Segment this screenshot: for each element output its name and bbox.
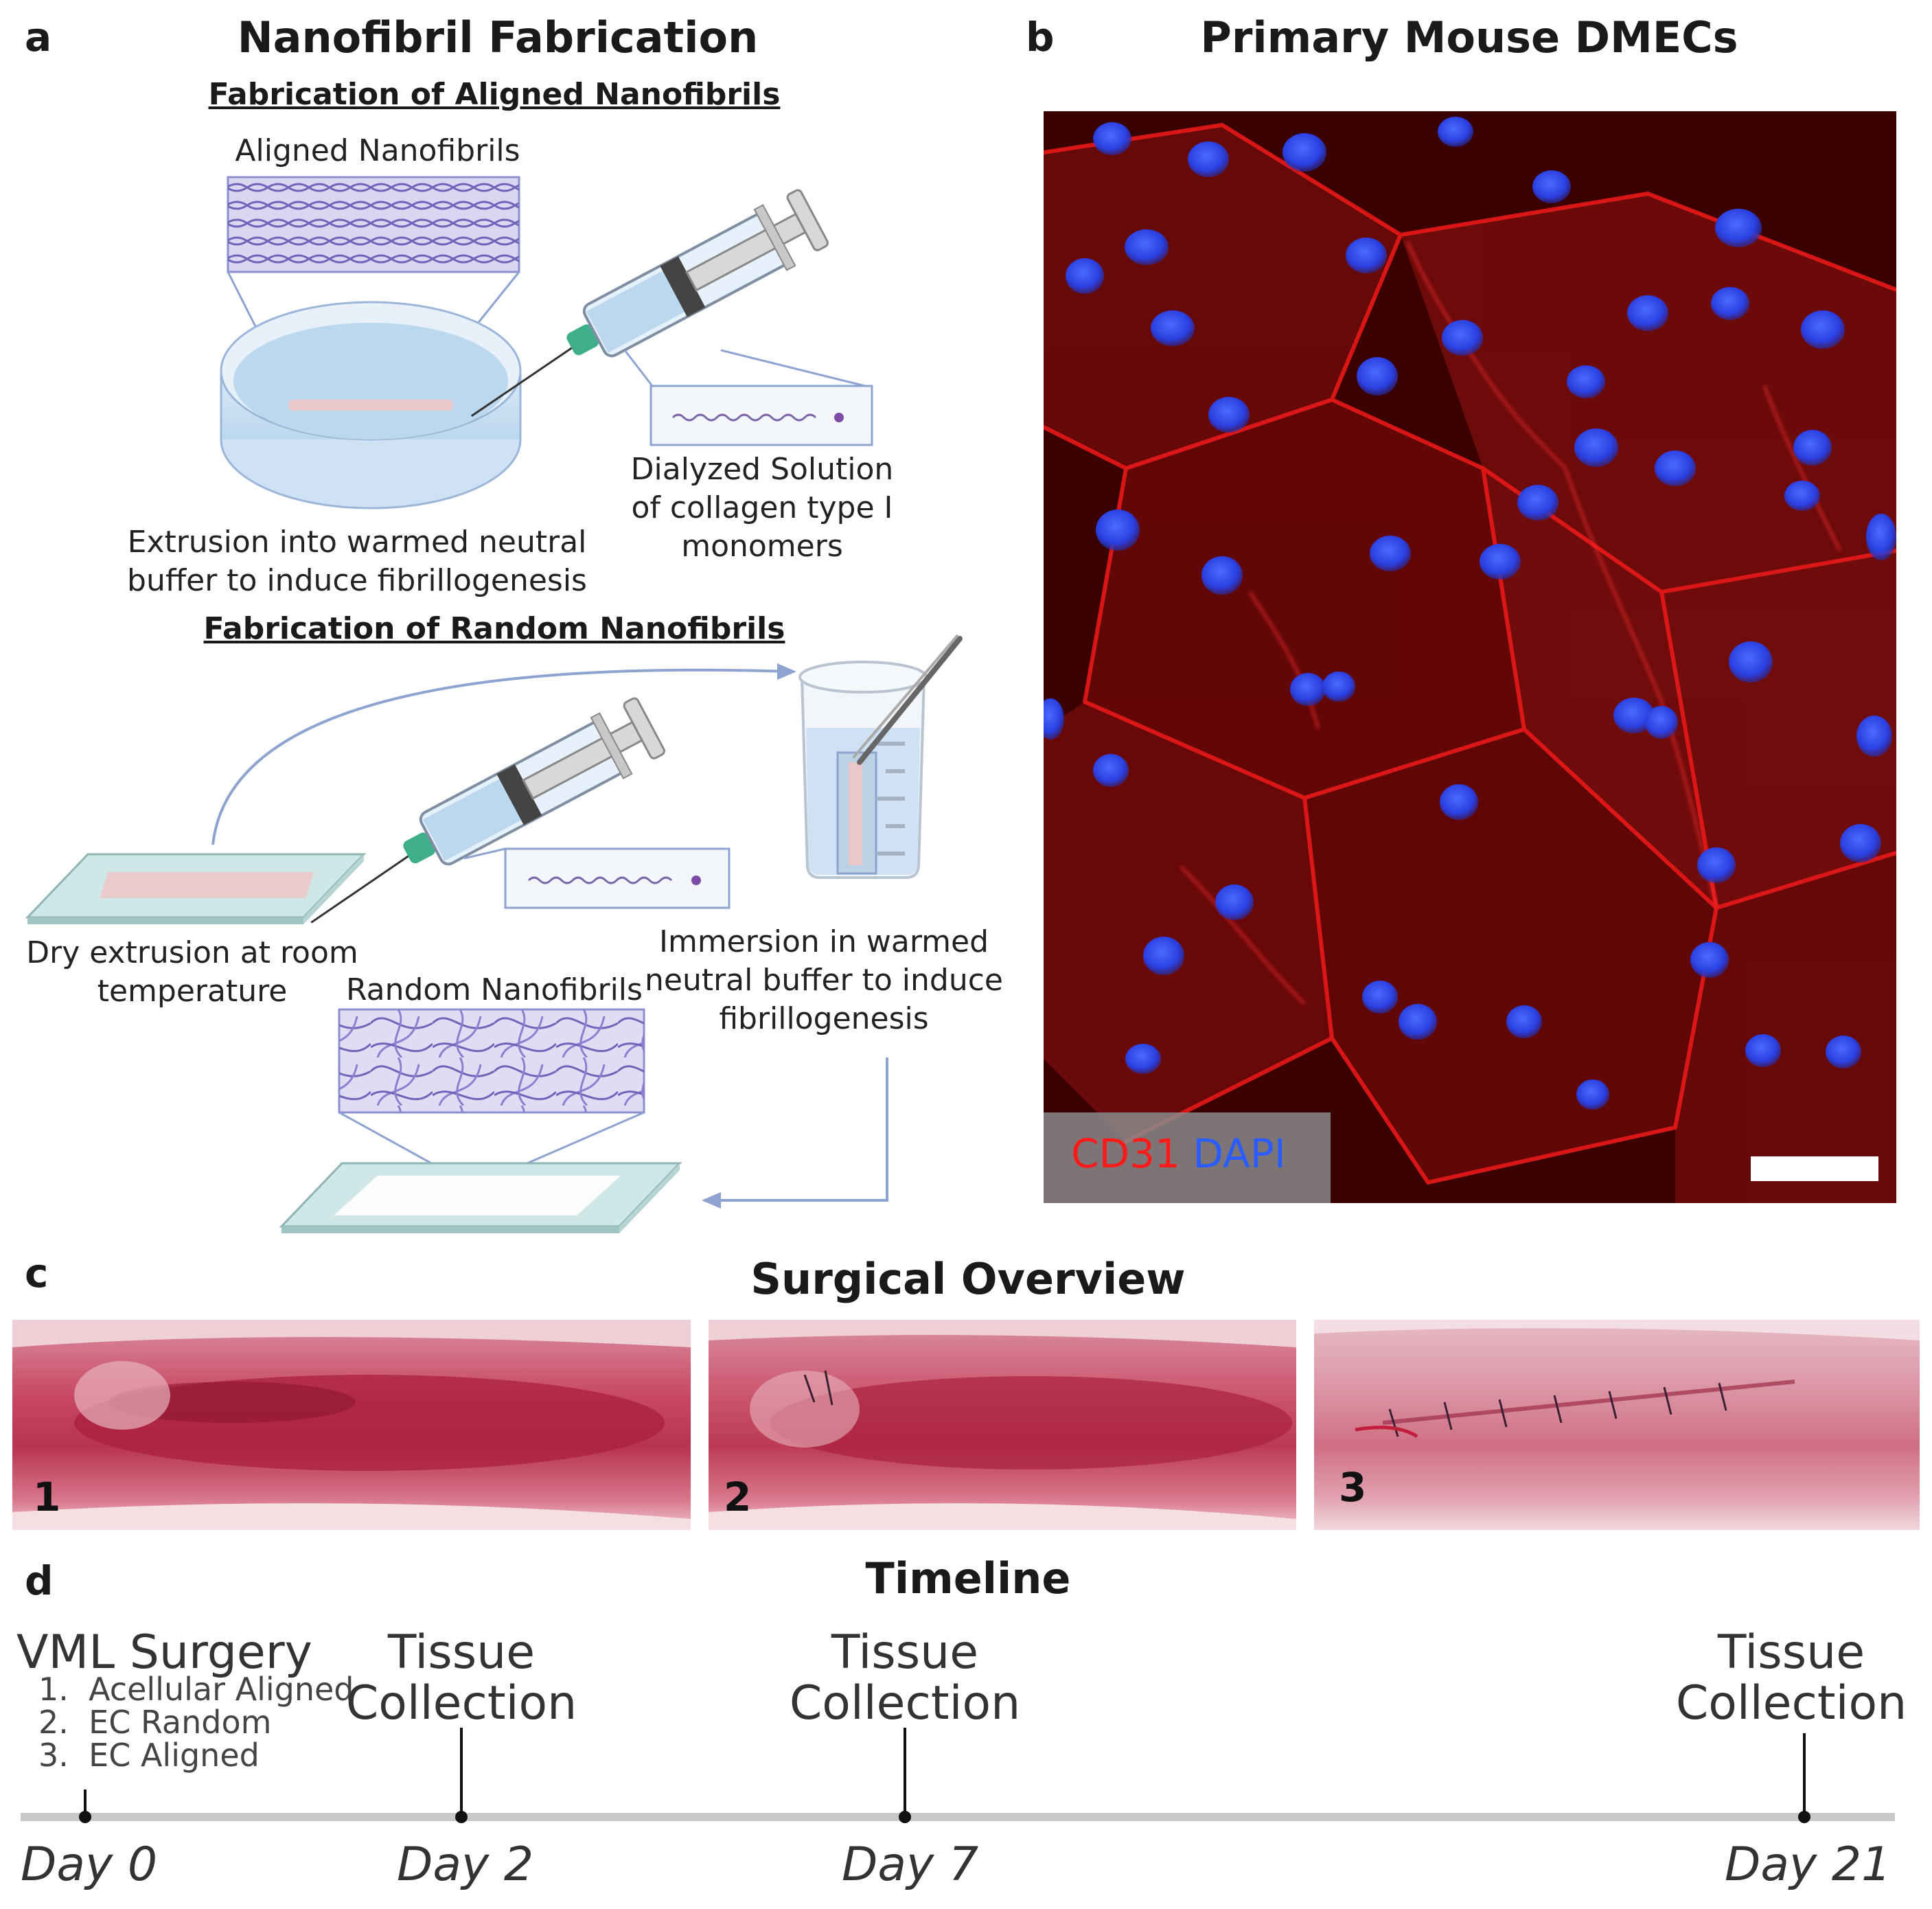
dialyzed-solution-box-2 [504,847,731,909]
fabrication-schematic [25,176,963,1233]
aligned-heading: Fabrication of Aligned Nanofibrils [208,77,781,112]
syringe-random [310,697,665,924]
nuclei [1044,117,1896,1110]
petri-dish [220,301,522,510]
scale-bar [1751,1156,1878,1181]
day-7-label: Day 7 [842,1838,979,1892]
event-2-line-2: Collection [345,1676,577,1730]
stain-dapi-label: DAPI [1193,1130,1286,1177]
event-2-line-1: Tissue [387,1625,536,1680]
extrusion-label-line-1: Extrusion into warmed neutral [127,525,587,560]
surgery-photo-1: 1 [12,1320,691,1530]
event-3-line-1: Tissue [831,1625,979,1680]
beaker [798,661,928,879]
day-21-label: Day 21 [1725,1838,1891,1892]
group-item-1: 1. Acellular Aligned [38,1671,354,1708]
immersion-label-line-3: fibrillogenesis [719,1001,929,1036]
glass-slide-dry [25,853,367,924]
panel-d-letter: d [25,1557,54,1604]
panel-d-title: Timeline [865,1553,1071,1603]
day-2-label: Day 2 [397,1838,534,1892]
immersion-label-line-1: Immersion in warmed [658,924,989,959]
event-tissue-collection-day-21: Tissue Collection [1657,1627,1925,1729]
syringe-aligned [470,189,829,418]
day-0-label: Day 0 [21,1838,158,1892]
microscopy-image [1044,111,1896,1203]
photo-number-1: 1 [33,1474,61,1520]
dialyzed-label-line-2: of collagen type I [631,490,893,525]
aligned-nanofibril-box [227,176,520,273]
event-vml-surgery: VML Surgery [16,1625,312,1680]
photo-number-2: 2 [724,1474,752,1520]
panel-b-letter: b [1026,14,1055,60]
aligned-nanofibrils-label: Aligned Nanofibrils [235,133,520,168]
random-nanofibrils-label: Random Nanofibrils [346,972,643,1007]
random-nanofibril-box [338,1008,645,1114]
panel-c-letter: c [25,1250,49,1296]
event-tissue-collection-day-7: Tissue Collection [768,1627,1042,1729]
glass-slide-random [279,1162,682,1233]
extrusion-label-line-2: buffer to induce fibrillogenesis [127,563,587,598]
legend-box [1044,1112,1331,1203]
dialyzed-label-line-1: Dialyzed Solution [630,452,894,487]
random-heading: Fabrication of Random Nanofibrils [203,611,785,646]
surgery-photo-3: 3 [1314,1320,1920,1530]
dry-label-line-1: Dry extrusion at room [26,935,358,970]
extrusion-label: Extrusion into warmed neutral buffer to … [110,523,604,600]
event-4-line-1: Tissue [1717,1625,1865,1680]
panel-a-letter: a [25,14,52,60]
event-3-line-2: Collection [789,1676,1021,1730]
photo-number-3: 3 [1339,1464,1367,1511]
immersion-label: Immersion in warmed neutral buffer to in… [639,923,1009,1038]
dialyzed-solution-label: Dialyzed Solution of collagen type I mon… [604,450,920,566]
stain-cd31-label: CD31 [1071,1130,1180,1177]
panel-a-title: Nanofibril Fabrication [237,12,759,62]
event-tissue-collection-day-2: Tissue Collection [324,1627,599,1729]
group-list: 1. Acellular Aligned 2. EC Random 3. EC … [38,1673,354,1772]
panel-c-title: Surgical Overview [750,1254,1186,1304]
immersion-label-line-2: neutral buffer to induce [645,963,1003,998]
dry-label-line-2: temperature [97,974,288,1009]
event-4-line-2: Collection [1675,1676,1907,1730]
stain-legend: CD31 DAPI [1071,1130,1286,1177]
forceps [853,635,963,765]
group-item-3: 3. EC Aligned [38,1737,260,1774]
panel-b-title: Primary Mouse DMECs [1200,12,1738,62]
dialyzed-solution-box [649,385,873,446]
dry-extrusion-label: Dry extrusion at room temperature [14,934,371,1011]
dialyzed-label-line-3: monomers [681,529,843,564]
surgery-photo-2: 2 [709,1320,1296,1530]
group-item-2: 2. EC Random [38,1704,272,1741]
